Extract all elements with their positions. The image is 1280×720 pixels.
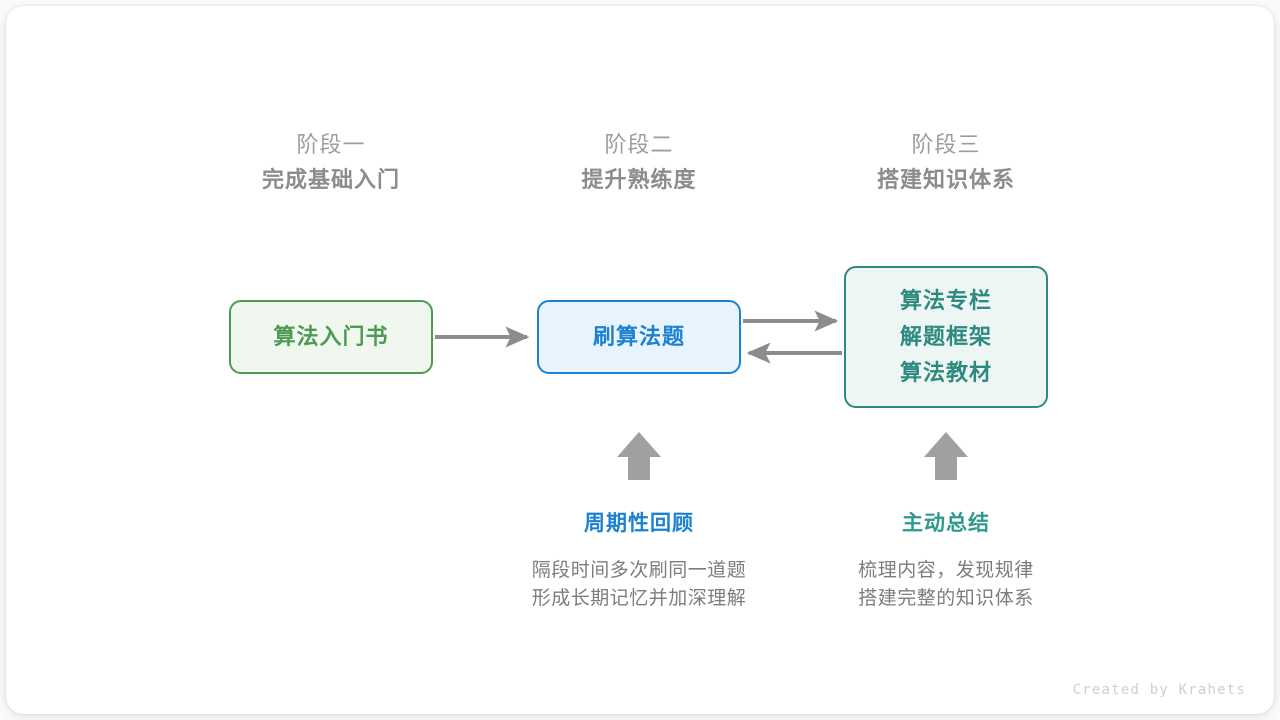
watermark-credit: Created by Krahets <box>1072 682 1246 698</box>
node-knowledge-system[interactable]: 算法专栏 解题框架 算法教材 <box>844 266 1048 408</box>
annotation-summary-title: 主动总结 <box>902 512 990 535</box>
stage-title-3: 搭建知识体系 <box>876 167 1015 192</box>
node-practice-problems[interactable]: 刷算法题 <box>537 300 741 374</box>
stage-header-1: 阶段一 完成基础入门 <box>201 128 461 198</box>
annotation-summary-description: 梳理内容，发现规律 搭建完整的知识体系 <box>796 557 1096 613</box>
annotation-review-description: 隔段时间多次刷同一道题 形成长期记忆并加深理解 <box>489 557 789 613</box>
stage-index-1: 阶段一 <box>296 132 366 157</box>
node-system-line-2: 解题框架 <box>899 324 992 349</box>
node-book-line-1: 算法入门书 <box>273 324 389 349</box>
node-system-line-1: 算法专栏 <box>899 288 992 313</box>
stage-index-2: 阶段二 <box>604 132 674 157</box>
stage-index-3: 阶段三 <box>911 132 981 157</box>
stage-title-1: 完成基础入门 <box>261 167 400 192</box>
node-algorithm-intro-book[interactable]: 算法入门书 <box>229 300 433 374</box>
node-practice-line-1: 刷算法题 <box>592 324 685 349</box>
annotation-review-title: 周期性回顾 <box>584 512 694 535</box>
stage-header-3: 阶段三 搭建知识体系 <box>816 128 1076 198</box>
annotation-summary-desc-line-1: 梳理内容，发现规律 <box>858 560 1034 581</box>
annotation-summary-desc-line-2: 搭建完整的知识体系 <box>858 588 1034 609</box>
node-system-line-3: 算法教材 <box>899 360 992 385</box>
stage-header-2: 阶段二 提升熟练度 <box>509 128 769 198</box>
annotation-review-desc-line-1: 隔段时间多次刷同一道题 <box>531 560 747 581</box>
annotation-periodic-review: 周期性回顾 隔段时间多次刷同一道题 形成长期记忆并加深理解 <box>489 509 789 613</box>
annotation-review-desc-line-2: 形成长期记忆并加深理解 <box>531 588 747 609</box>
stage-title-2: 提升熟练度 <box>581 167 697 192</box>
annotation-active-summary: 主动总结 梳理内容，发现规律 搭建完整的知识体系 <box>796 509 1096 613</box>
